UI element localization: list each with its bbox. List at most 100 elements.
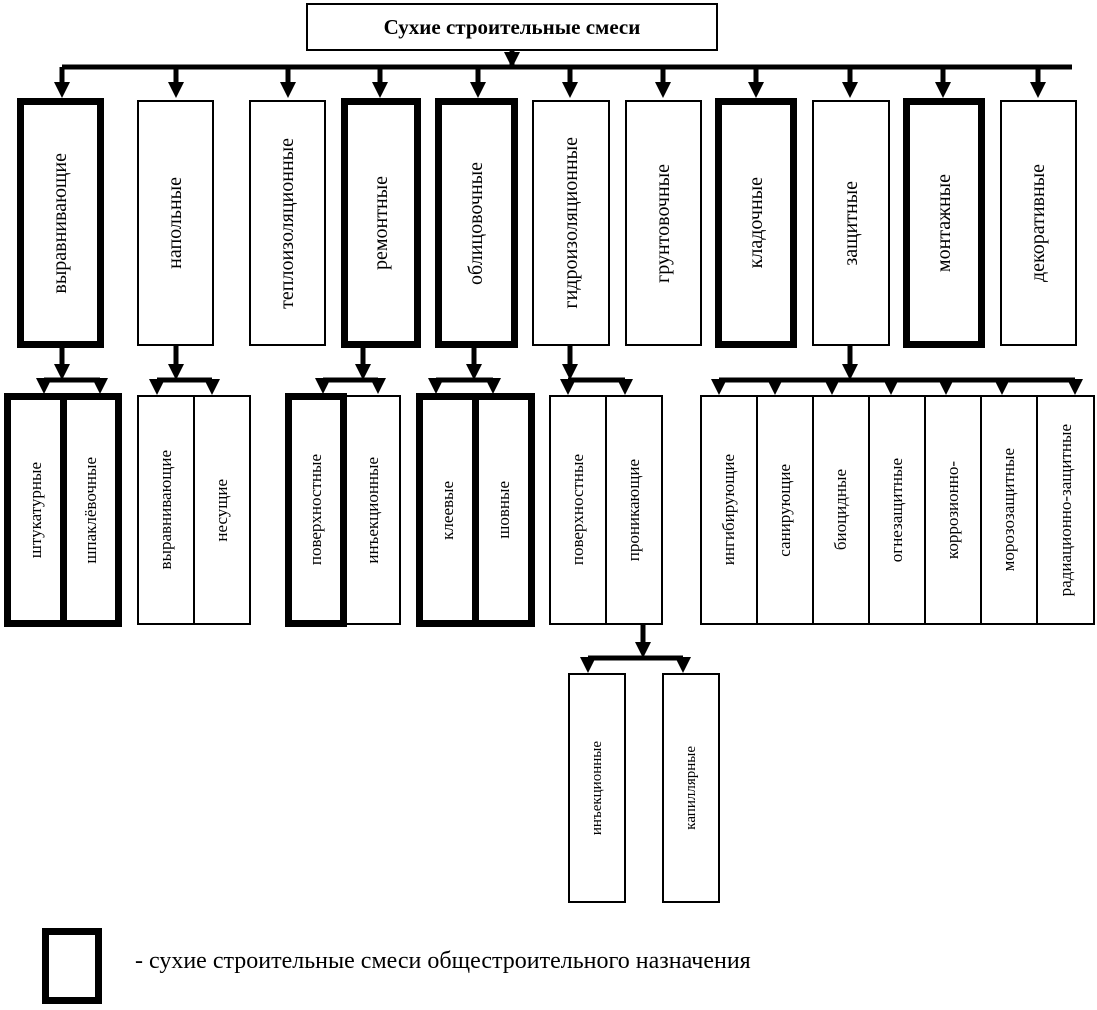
subgroup-label: биоцидные [831, 469, 850, 551]
category-label: декоративные [1027, 163, 1049, 283]
subgroup-biotsidnye: биоцидные [812, 395, 870, 625]
subgroup-label: штукатурные [25, 461, 45, 559]
subgroup-label: санирующие [775, 463, 794, 557]
subgroup-shtukaturnye: штукатурные [4, 393, 67, 627]
arrowhead [748, 82, 764, 98]
stem-arrowhead [562, 364, 578, 380]
arrowhead [280, 82, 296, 98]
subgroup-label: капиллярные [682, 746, 699, 830]
legend-swatch [42, 928, 102, 1004]
category-label: теплоизоляционные [276, 137, 298, 309]
subgroup-pronikayushchie: проникающие [605, 395, 663, 625]
subgroup-label: морозозащитные [999, 448, 1018, 572]
category-zashchitnye: защитные [812, 100, 890, 346]
root-arrowhead [504, 52, 520, 68]
category-gidroizolyatsionnye: гидроизоляционные [532, 100, 610, 346]
legend-text: - сухие строительные смеси общестроитель… [135, 948, 751, 974]
arrowhead [372, 82, 388, 98]
subgroup-label: выравнивающие [156, 450, 175, 570]
subgroup-ognezashchitnye: огнезащитные [868, 395, 926, 625]
branch-arrowhead [767, 379, 783, 395]
subgroup-label: шовные [493, 481, 513, 539]
branch-arrowhead [938, 379, 954, 395]
arrowhead [1030, 82, 1046, 98]
arrowhead [935, 82, 951, 98]
branch-arrowhead [204, 379, 220, 395]
category-kladochnye: кладочные [715, 98, 797, 348]
subgroup-shpaklevochnye: шпаклёвочные [60, 393, 122, 627]
branch-arrowhead [485, 378, 501, 394]
category-label: кладочные [744, 177, 767, 269]
subgroup-label: коррозионно- [943, 460, 962, 560]
stem-arrowhead [168, 364, 184, 380]
subgroup-nesushchie: несущие [193, 395, 251, 625]
branch-arrowhead [428, 378, 444, 394]
branch-arrowhead [883, 379, 899, 395]
category-label: грунтовочные [652, 163, 674, 283]
category-label: гидроизоляционные [559, 137, 582, 309]
subgroup-shovnye: шовные [472, 393, 535, 627]
branch-arrowhead [560, 379, 576, 395]
subgroup-label: огнезащитные [887, 457, 906, 563]
category-teploizolyatsionnye: теплоизоляционные [249, 100, 326, 346]
category-oblitsovochnye: облицовочные [435, 98, 518, 348]
root-label: Сухие строительные смеси [383, 14, 641, 39]
arrowhead [655, 82, 671, 98]
subgroup-label: поверхностные [568, 454, 587, 566]
subgroup-label: радиационно-защитные [1055, 423, 1075, 597]
stem-arrowhead [466, 364, 482, 380]
subgroup-label: шпаклёвочные [81, 456, 100, 564]
category-label: монтажные [932, 173, 955, 273]
arrowhead [168, 82, 184, 98]
subgroup-kapillyarnye: капиллярные [662, 673, 720, 903]
stem-arrowhead [54, 364, 70, 380]
branch-arrowhead [370, 378, 386, 394]
subgroup-ingibiruyushchie: ингибирующие [700, 395, 758, 625]
subgroup-label: ингибирующие [719, 454, 738, 566]
branch-arrowhead [1067, 379, 1083, 395]
subgroup-label: инъекционные [363, 456, 382, 564]
arrowhead [470, 82, 486, 98]
category-label: ремонтные [369, 176, 392, 270]
subgroup-korrozionno: коррозионно- [924, 395, 982, 625]
stem-arrowhead [355, 364, 371, 380]
branch-arrowhead [315, 378, 331, 394]
subgroup-label: клеевые [437, 480, 457, 540]
category-napolnye: напольные [137, 100, 214, 346]
stem-arrowhead [842, 364, 858, 380]
branch-arrowhead [36, 378, 52, 394]
category-remontnye: ремонтные [341, 98, 421, 348]
category-label: защитные [839, 180, 862, 266]
branch-arrowhead [580, 657, 596, 673]
arrowhead [54, 82, 70, 98]
subgroup-morozozashchitnye: морозозащитные [980, 395, 1038, 625]
subgroup-label: инъекционные [588, 740, 605, 836]
branch-arrowhead [149, 379, 165, 395]
subgroup-label: несущие [212, 478, 231, 542]
subgroup-kleevye: клеевые [416, 393, 479, 627]
subgroup-poverkhnostnye-repair: поверхностные [285, 393, 347, 627]
subgroup-inektsionnye-repair: инъекционные [345, 395, 401, 625]
branch-arrowhead [617, 379, 633, 395]
category-gruntovochnye: грунтовочные [625, 100, 702, 346]
branch-arrowhead [675, 657, 691, 673]
root-node: Сухие строительные смеси [306, 3, 718, 51]
branch-arrowhead [92, 378, 108, 394]
subgroup-saniruyushchie: санирующие [756, 395, 814, 625]
arrowhead [842, 82, 858, 98]
subgroup-poverkhnostnye-hydro: поверхностные [549, 395, 607, 625]
arrowhead [562, 82, 578, 98]
subgroup-radiatsionno-zashchitnye: радиационно-защитные [1036, 395, 1095, 625]
category-vyravnivayushchie: выравнивающие [17, 98, 104, 348]
subgroup-inektsionnye-penetrating: инъекционные [568, 673, 626, 903]
category-montazhnye: монтажные [903, 98, 985, 348]
category-label: напольные [164, 177, 186, 269]
stem-arrowhead [635, 642, 651, 658]
subgroup-label: поверхностные [306, 454, 325, 566]
branch-arrowhead [824, 379, 840, 395]
subgroup-vyravnivayushchie-floor: выравнивающие [137, 395, 195, 625]
branch-arrowhead [711, 379, 727, 395]
category-dekorativnye: декоративные [1000, 100, 1077, 346]
category-label: облицовочные [465, 161, 487, 285]
branch-arrowhead [994, 379, 1010, 395]
